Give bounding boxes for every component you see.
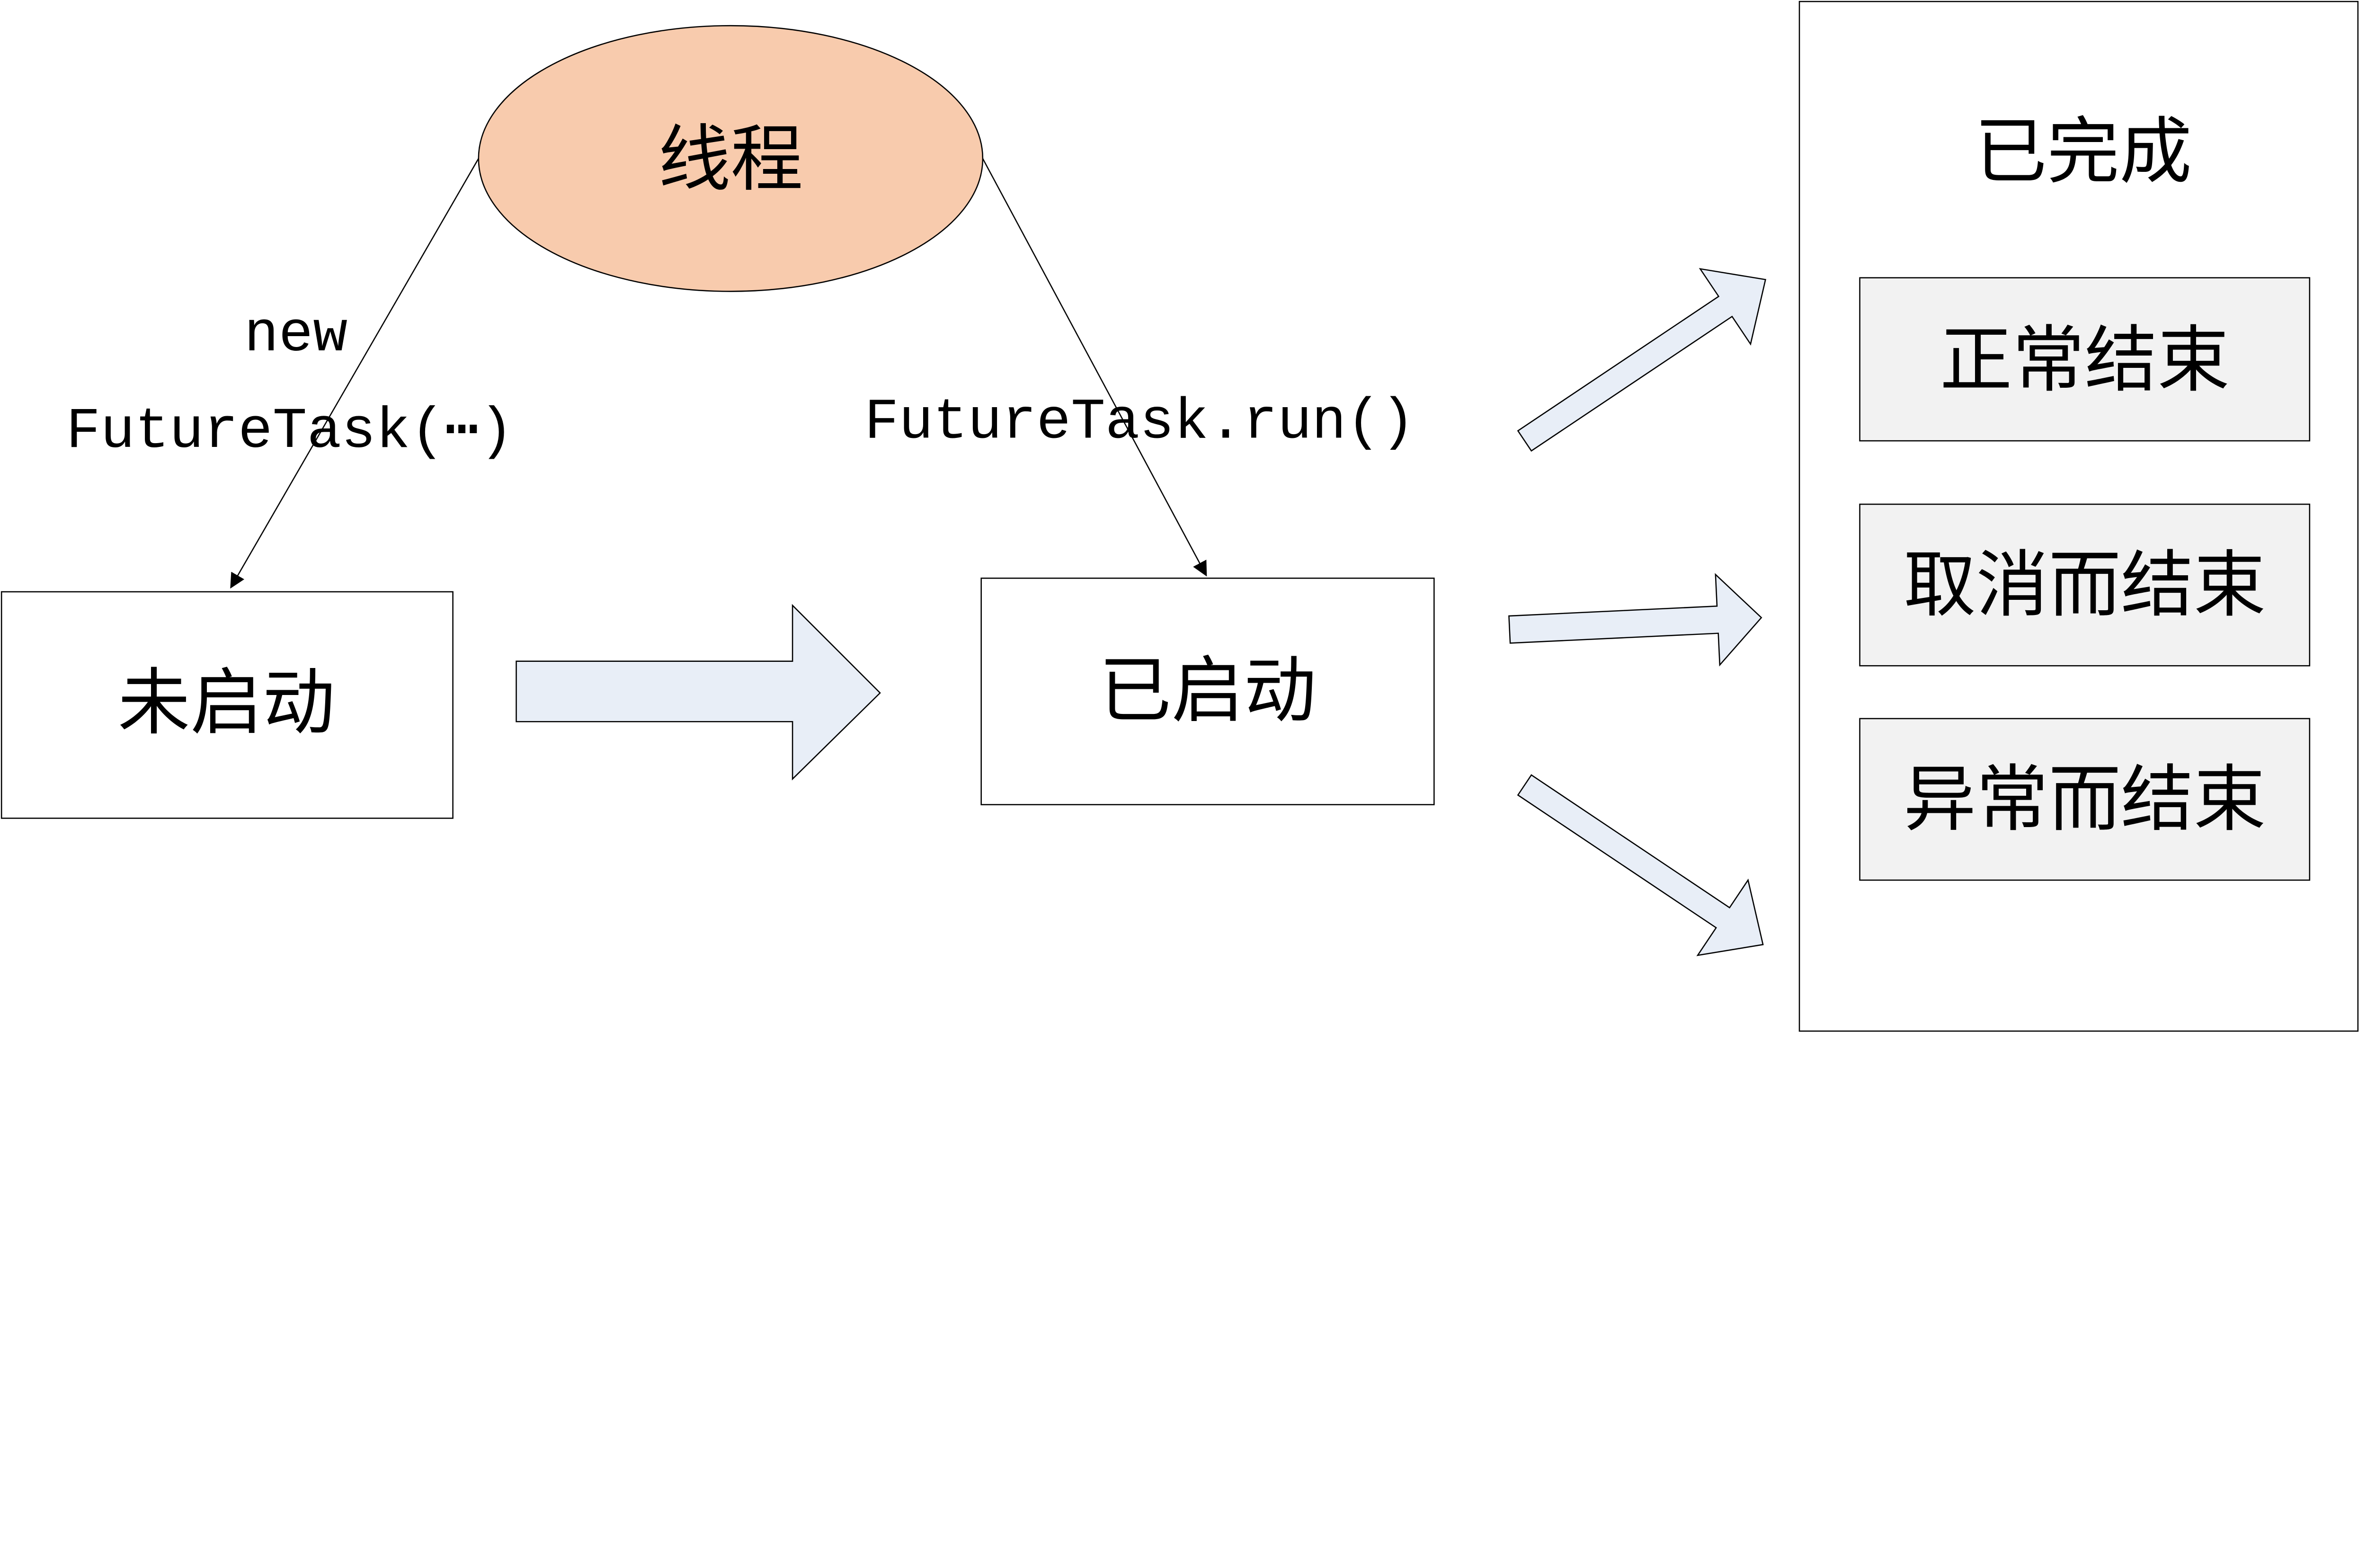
completed-cancelled-label: 取消而结束	[1904, 543, 2266, 627]
futuretask-state-diagram: 线程 new FutureTask(⋯) FutureTask.run() 未启…	[0, 0, 2359, 1032]
completed-normal-label: 正常结束	[1940, 318, 2230, 402]
completed-cancelled: 取消而结束	[1859, 503, 2311, 667]
transition-arrow-start	[516, 604, 881, 781]
transition-arrow-normal	[1517, 268, 1766, 452]
completed-node: 已完成 正常结束 取消而结束 异常而结束	[1798, 0, 2359, 1032]
started-node: 已启动	[980, 578, 1435, 805]
thread-label: 线程	[658, 117, 803, 202]
run-edge-label: FutureTask.run()	[864, 391, 1415, 455]
create-edge	[230, 158, 479, 589]
create-edge-label-line2: FutureTask(⋯)	[66, 400, 514, 464]
create-edge-label-line1: new	[244, 303, 347, 368]
transition-arrow-exception	[1517, 774, 1764, 956]
started-label: 已启动	[1099, 649, 1316, 733]
completed-title: 已完成	[1975, 110, 2192, 194]
completed-exception: 异常而结束	[1859, 718, 2311, 881]
diagram-frame: 线程 new FutureTask(⋯) FutureTask.run() 未启…	[0, 0, 2359, 1032]
not-started-node: 未启动	[0, 591, 454, 819]
not-started-label: 未启动	[118, 661, 335, 745]
completed-normal: 正常结束	[1859, 277, 2311, 442]
completed-exception-label: 异常而结束	[1904, 757, 2266, 842]
transition-arrow-cancel	[1508, 573, 1762, 667]
thread-node: 线程	[478, 25, 984, 292]
run-edge	[982, 158, 1207, 577]
